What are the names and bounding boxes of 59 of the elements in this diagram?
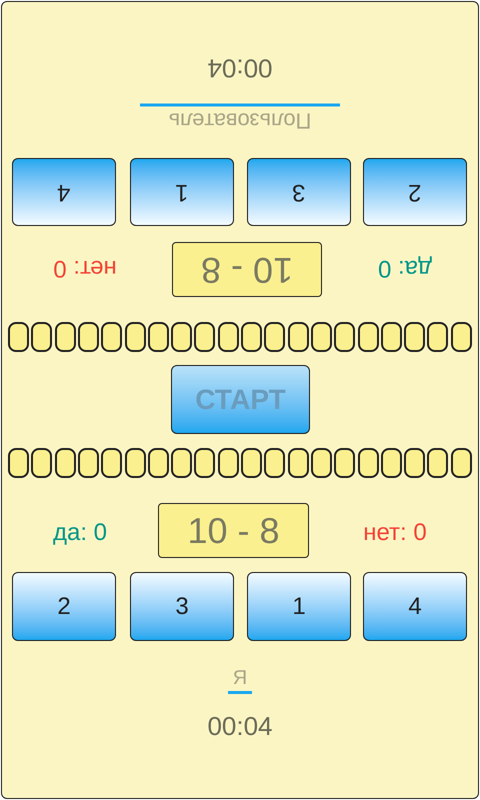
progress-slot	[101, 448, 122, 478]
progress-slot	[31, 448, 52, 478]
progress-slot	[380, 448, 402, 478]
number-button: 3	[247, 158, 351, 226]
progress-slot	[241, 322, 262, 352]
timer-text: 00:04	[206, 52, 274, 84]
wrong-count: нет: 0	[52, 254, 118, 283]
progress-slot	[124, 448, 146, 478]
start-button: СТАРТ	[171, 365, 310, 434]
progress-slot	[358, 448, 378, 478]
progress-slot	[358, 322, 378, 352]
progress-slot	[124, 322, 146, 352]
player-name: Я	[228, 666, 252, 694]
progress-slot	[54, 448, 76, 478]
timer-text: 00:04	[206, 710, 274, 742]
progress-slot	[101, 322, 122, 352]
number-button: 2	[12, 572, 116, 641]
progress-slot	[171, 322, 192, 352]
number-button: 4	[12, 158, 116, 226]
correct-count: да: 0	[52, 518, 108, 548]
progress-slot	[31, 322, 52, 352]
problem-display: 10 - 8	[158, 503, 309, 558]
number-button: 1	[247, 572, 351, 641]
correct-count: да: 0	[376, 254, 434, 283]
progress-slot	[310, 448, 332, 478]
progress-slot	[241, 448, 262, 478]
progress-slot	[380, 322, 402, 352]
progress-slot	[288, 448, 309, 478]
progress-slot	[8, 322, 29, 352]
number-button: 4	[363, 572, 467, 641]
progress-slot	[264, 322, 286, 352]
progress-slot	[427, 448, 448, 478]
number-button: 3	[130, 572, 234, 641]
number-button: 1	[130, 158, 234, 226]
progress-slot	[78, 448, 99, 478]
progress-slot	[334, 448, 356, 478]
progress-slot	[171, 448, 192, 478]
progress-slot	[148, 322, 169, 352]
progress-slot	[404, 448, 426, 478]
progress-slot	[78, 322, 99, 352]
progress-slot	[288, 322, 309, 352]
progress-slot	[264, 448, 286, 478]
progress-slot	[8, 448, 29, 478]
progress-slot	[218, 322, 239, 352]
progress-slot	[148, 448, 169, 478]
problem-display: 10 - 8	[172, 242, 322, 297]
progress-slot	[450, 448, 472, 478]
progress-slot	[450, 322, 472, 352]
number-button: 2	[363, 158, 467, 226]
progress-slot	[404, 322, 426, 352]
player-name: Пользователь	[140, 104, 340, 134]
progress-slot	[194, 448, 216, 478]
progress-slot	[54, 322, 76, 352]
progress-slot	[427, 322, 448, 352]
wrong-count: нет: 0	[362, 518, 428, 548]
progress-slot	[218, 448, 239, 478]
progress-slot	[194, 322, 216, 352]
progress-slot	[310, 322, 332, 352]
progress-slot	[334, 322, 356, 352]
